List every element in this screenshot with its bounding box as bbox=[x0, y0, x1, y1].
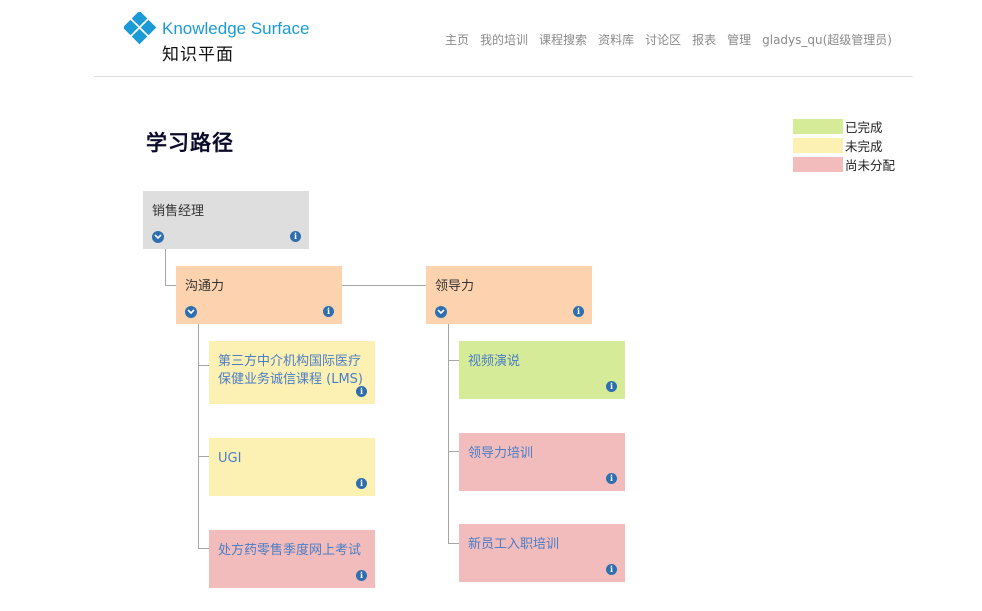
info-icon[interactable]: i bbox=[606, 564, 617, 575]
node-label: 领导力培训 bbox=[468, 446, 534, 461]
legend-swatch-completed bbox=[793, 119, 843, 134]
tree-node-root[interactable]: 销售经理 i bbox=[143, 191, 309, 249]
node-label: 新员工入职培训 bbox=[468, 537, 560, 552]
nav-home[interactable]: 主页 bbox=[445, 33, 470, 47]
node-label: 沟通力 bbox=[185, 279, 225, 294]
node-label: 视频演说 bbox=[468, 354, 521, 369]
chevron-down-icon[interactable] bbox=[185, 306, 197, 318]
nav-forum[interactable]: 讨论区 bbox=[645, 33, 682, 47]
info-icon[interactable]: i bbox=[356, 386, 367, 397]
info-icon[interactable]: i bbox=[323, 306, 334, 317]
connector-line bbox=[198, 324, 199, 548]
nav-library[interactable]: 资料库 bbox=[598, 33, 635, 47]
legend-swatch-incomplete bbox=[793, 138, 843, 153]
tree-node-course[interactable]: 新员工入职培训 i bbox=[459, 524, 625, 582]
node-label: 领导力 bbox=[435, 279, 475, 294]
legend-item-incomplete: 未完成 bbox=[793, 136, 895, 155]
chevron-down-icon[interactable] bbox=[152, 231, 164, 243]
node-label: UGI bbox=[218, 451, 242, 466]
nav-user-account[interactable]: gladys_qu(超级管理员) bbox=[762, 33, 892, 47]
info-icon[interactable]: i bbox=[356, 570, 367, 581]
nav-course-search[interactable]: 课程搜索 bbox=[539, 33, 588, 47]
connector-line bbox=[448, 543, 459, 544]
node-label: 第三方中介机构国际医疗保健业务诚信课程 (LMS) bbox=[218, 354, 363, 387]
info-icon[interactable]: i bbox=[606, 381, 617, 392]
legend-item-completed: 已完成 bbox=[793, 117, 895, 136]
tree-node-branch[interactable]: 领导力 i bbox=[426, 266, 592, 324]
node-label: 处方药零售季度网上考试 bbox=[218, 543, 362, 558]
info-icon[interactable]: i bbox=[290, 231, 301, 242]
connector-line bbox=[198, 456, 209, 457]
brand-name-cn: 知识平面 bbox=[162, 45, 234, 65]
info-icon[interactable]: i bbox=[356, 478, 367, 489]
legend-label-unassigned: 尚未分配 bbox=[845, 158, 896, 173]
connector-line bbox=[342, 285, 426, 286]
legend-item-unassigned: 尚未分配 bbox=[793, 155, 895, 174]
legend-label-completed: 已完成 bbox=[845, 120, 883, 135]
info-icon[interactable]: i bbox=[606, 473, 617, 484]
tree-node-branch[interactable]: 沟通力 i bbox=[176, 266, 342, 324]
tree-node-course[interactable]: 视频演说 i bbox=[459, 341, 625, 399]
logo-diamond-icon bbox=[124, 12, 157, 45]
brand-logo[interactable]: Knowledge Surface 知识平面 bbox=[124, 12, 314, 65]
tree-node-course[interactable]: UGI i bbox=[209, 438, 375, 496]
nav-admin[interactable]: 管理 bbox=[727, 33, 752, 47]
tree-node-course[interactable]: 处方药零售季度网上考试 i bbox=[209, 530, 375, 588]
connector-line bbox=[198, 548, 209, 549]
nav-reports[interactable]: 报表 bbox=[692, 33, 717, 47]
header-divider bbox=[94, 76, 913, 77]
legend-swatch-unassigned bbox=[793, 157, 843, 172]
page-title: 学习路径 bbox=[146, 131, 234, 155]
connector-line bbox=[165, 249, 166, 286]
node-label: 销售经理 bbox=[152, 204, 205, 219]
connector-line bbox=[448, 451, 459, 452]
connector-line bbox=[448, 324, 449, 543]
connector-line bbox=[165, 285, 176, 286]
tree-node-course[interactable]: 第三方中介机构国际医疗保健业务诚信课程 (LMS) i bbox=[209, 341, 375, 404]
chevron-down-icon[interactable] bbox=[435, 306, 447, 318]
legend-label-incomplete: 未完成 bbox=[845, 139, 883, 154]
top-nav: 主页 我的培训 课程搜索 资料库 讨论区 报表 管理 gladys_qu(超级管… bbox=[440, 31, 892, 48]
connector-line bbox=[448, 360, 459, 361]
info-icon[interactable]: i bbox=[573, 306, 584, 317]
status-legend: 已完成 未完成 尚未分配 bbox=[793, 117, 895, 174]
connector-line bbox=[198, 365, 209, 366]
nav-my-training[interactable]: 我的培训 bbox=[480, 33, 529, 47]
brand-name-en: Knowledge Surface bbox=[162, 19, 310, 38]
tree-node-course[interactable]: 领导力培训 i bbox=[459, 433, 625, 491]
